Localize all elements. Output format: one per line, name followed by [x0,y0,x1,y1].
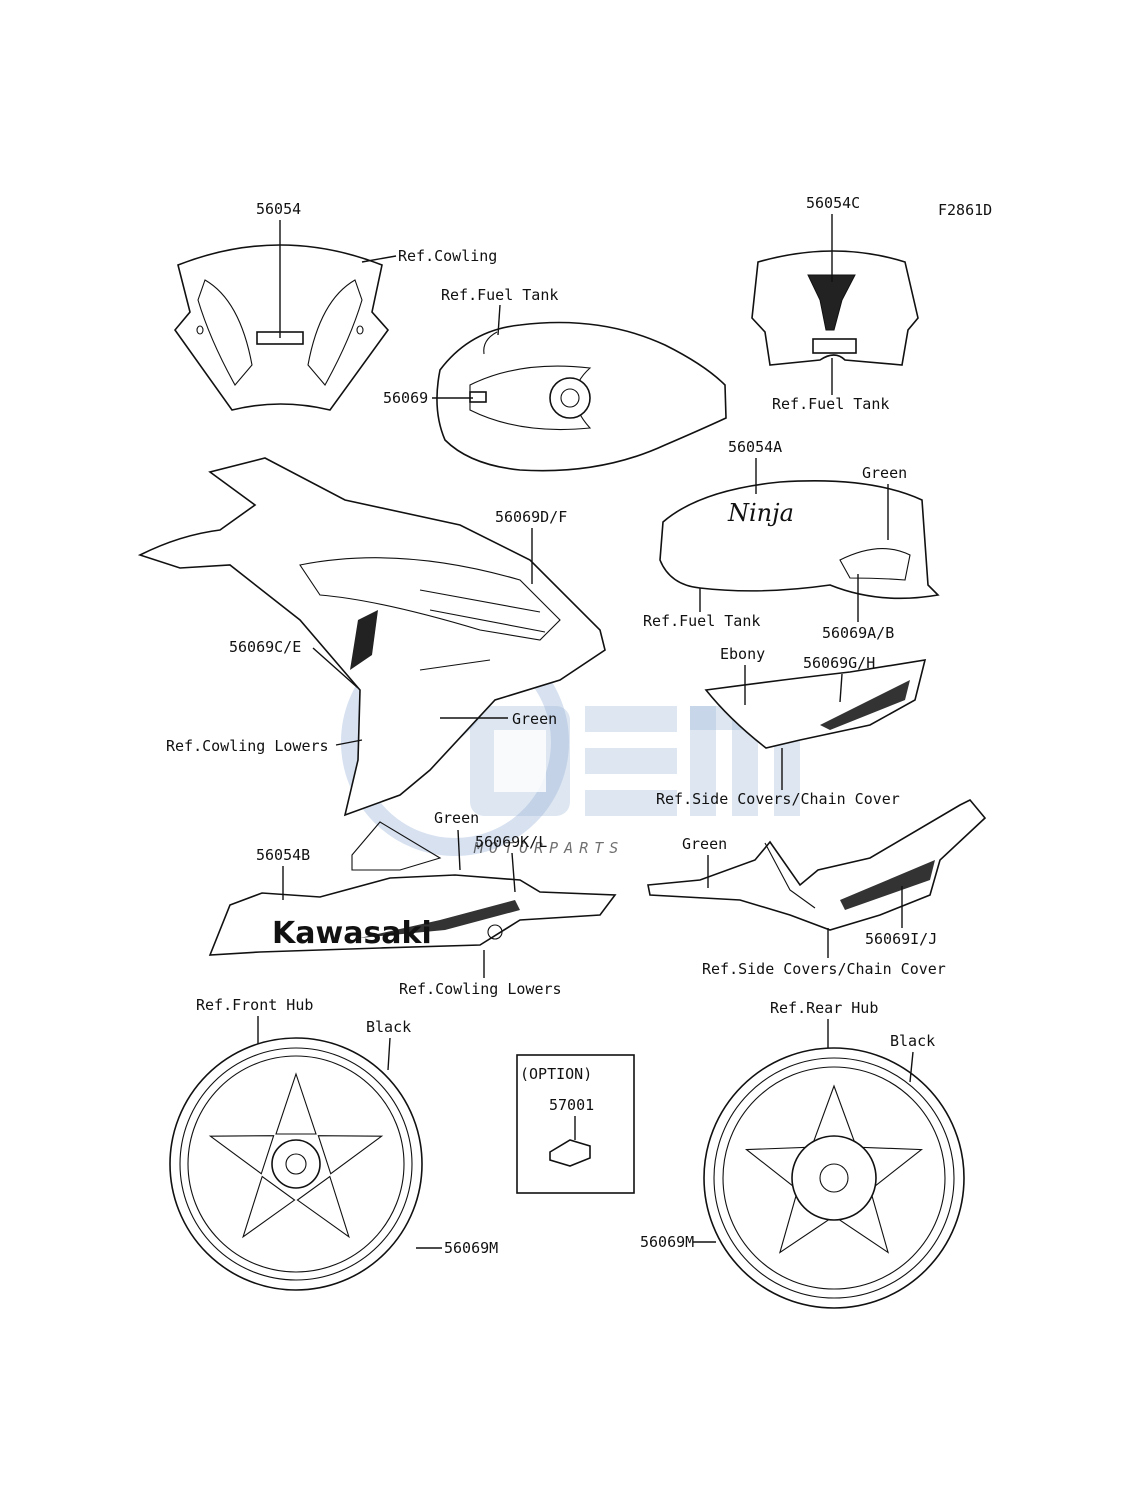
label-black-rear: Black [890,1032,935,1050]
label-ref-rear-hub: Ref.Rear Hub [770,999,878,1017]
side-cover-drawing [704,659,927,749]
label-56069M-front: 56069M [444,1239,498,1257]
tail-cover-drawing [647,799,987,931]
ninja-decal-text: Ninja [727,499,794,527]
label-green-lower: Green [434,809,479,827]
label-56054B: 56054B [256,846,310,864]
figure-code: F2861D [938,201,992,219]
label-56069: 56069 [383,389,428,407]
pad-decal [812,338,857,354]
front-wheel-drawing [169,1037,423,1291]
label-56069IJ: 56069I/J [865,930,937,948]
label-56069DF: 56069D/F [495,508,567,526]
label-56069CE: 56069C/E [229,638,301,656]
label-56069M-rear: 56069M [640,1233,694,1251]
label-56054C: 56054C [806,194,860,212]
fuel-tank-top-drawing [436,321,727,472]
windscreen-drawing [173,244,390,411]
fuel-cap-icon [549,377,591,419]
label-56054A: 56054A [728,438,782,456]
label-ebony: Ebony [720,645,765,663]
label-ref-fuel-tank-top: Ref.Fuel Tank [441,286,558,304]
label-green-side: Green [682,835,727,853]
side-cowl-drawing [137,457,606,817]
label-black-front: Black [366,1018,411,1036]
kawasaki-decal-text: Kawasaki [272,916,432,951]
label-57001: 57001 [549,1096,594,1114]
label-green-cowl: Green [512,710,557,728]
rear-hub-icon [791,1135,877,1221]
label-56069KL: 56069K/L [475,833,547,851]
front-hub-icon [271,1139,321,1189]
label-green-tank: Green [862,464,907,482]
label-56054: 56054 [256,200,301,218]
label-ref-cowling-lowers-left: Ref.Cowling Lowers [166,737,329,755]
label-ref-side-covers-1: Ref.Side Covers/Chain Cover [656,790,900,808]
watermark-subtext: MOTORPARTS [473,839,624,857]
clip-part-icon [549,1139,591,1167]
lower-cowl-drawing: Kawasaki [208,821,617,956]
label-ref-cowling: Ref.Cowling [398,247,497,265]
label-ref-cowling-lowers-bottom: Ref.Cowling Lowers [399,980,562,998]
label-56069GH: 56069G/H [803,654,875,672]
rear-wheel-drawing [703,1047,965,1309]
label-ref-side-covers-2: Ref.Side Covers/Chain Cover [702,960,946,978]
label-ref-fuel-tank-right: Ref.Fuel Tank [772,395,889,413]
option-box: (OPTION) 57001 [516,1054,635,1194]
label-ref-front-hub: Ref.Front Hub [196,996,313,1014]
label-56069AB: 56069A/B [822,624,894,642]
label-ref-fuel-tank-mid: Ref.Fuel Tank [643,612,760,630]
tank-pad-drawing [751,250,919,366]
tank-side-drawing: Ninja [659,480,940,600]
option-title: (OPTION) [520,1065,592,1083]
